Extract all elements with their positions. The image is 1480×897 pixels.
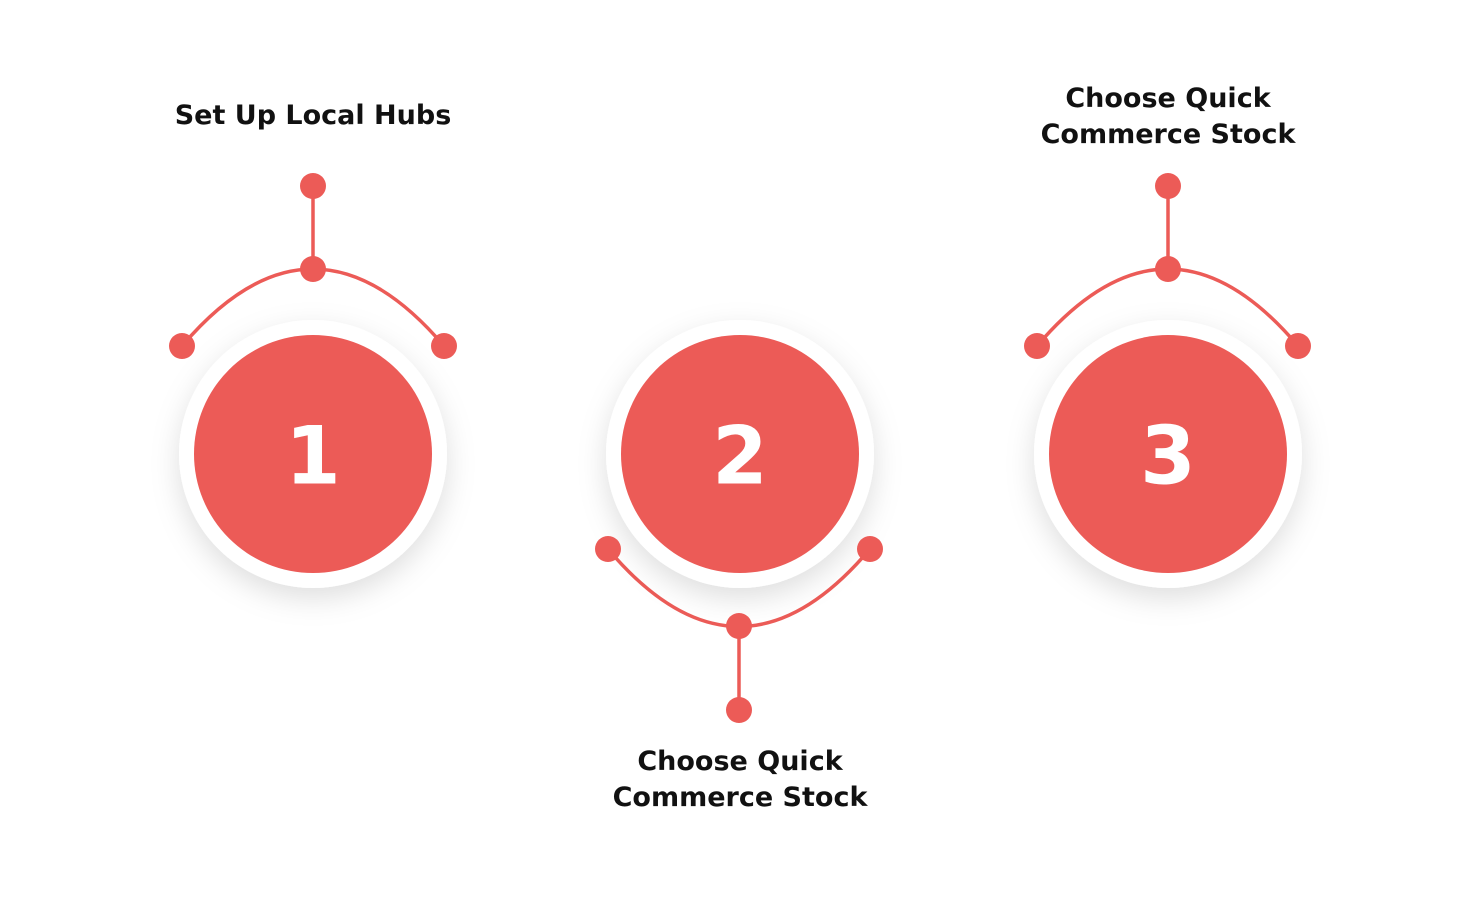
step-2-number: 2 — [712, 410, 768, 503]
step-2-dot-right — [857, 536, 883, 562]
step-2-label: Choose Quick Commerce Stock — [560, 744, 920, 816]
step-2: 2 — [595, 320, 883, 723]
step-2-label-line-1: Choose Quick — [637, 746, 843, 777]
step-1-number: 1 — [285, 410, 341, 503]
step-3-circle — [1049, 335, 1287, 573]
step-1-dot-top — [300, 173, 326, 199]
step-3-label-line-2: Commerce Stock — [1040, 119, 1296, 150]
step-1-circle — [194, 335, 432, 573]
step-2-dot-mid — [726, 613, 752, 639]
step-3-dot-top — [1155, 173, 1181, 199]
step-1-dot-right — [431, 333, 457, 359]
step-3-number: 3 — [1140, 410, 1196, 503]
step-1-dot-left — [169, 333, 195, 359]
step-3-dot-right — [1285, 333, 1311, 359]
step-1-label-line-1: Set Up Local Hubs — [174, 100, 452, 131]
step-3-label-line-1: Choose Quick — [1065, 83, 1271, 114]
step-1-label: Set Up Local Hubs — [133, 98, 493, 134]
step-3-dot-left — [1024, 333, 1050, 359]
step-2-dot-bottom — [726, 697, 752, 723]
step-2-circle — [621, 335, 859, 573]
step-3: 3 — [1024, 173, 1311, 588]
step-3-label: Choose Quick Commerce Stock — [988, 81, 1348, 153]
step-3-dot-mid — [1155, 256, 1181, 282]
step-1-dot-mid — [300, 256, 326, 282]
step-2-dot-left — [595, 536, 621, 562]
step-1: 1 — [169, 173, 457, 588]
step-2-label-line-2: Commerce Stock — [612, 782, 868, 813]
